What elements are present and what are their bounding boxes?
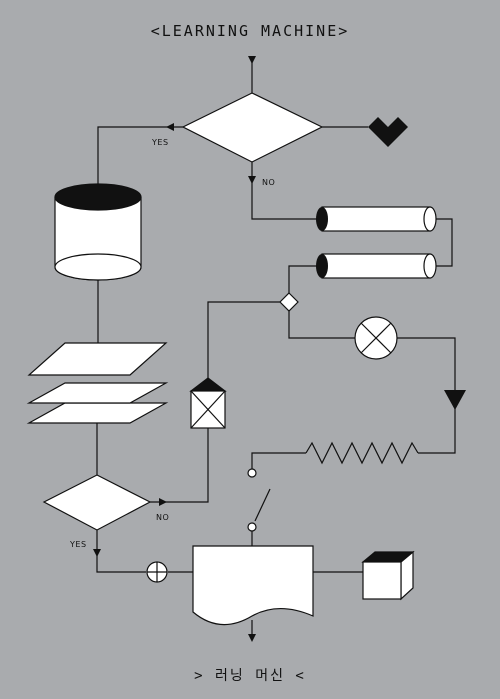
decision-diamond-bottom: [42, 474, 152, 531]
arrow-yes-bottom: [93, 549, 101, 557]
circle-plus-icon: [146, 561, 168, 583]
stacked-layers: [26, 342, 169, 424]
left-bracket-bottom: >: [194, 668, 205, 684]
title-english: LEARNING MACHINE: [161, 22, 339, 40]
right-bracket-bottom: <: [295, 668, 306, 684]
connector-to-resistor: [418, 408, 456, 454]
triangle-down-icon: [444, 390, 466, 410]
switch-contact-top: [247, 468, 257, 478]
label-no-bottom: NO: [156, 513, 169, 522]
arrow-yes-top: [166, 123, 174, 131]
decision-diamond-top: [181, 92, 324, 163]
label-yes-top: YES: [151, 138, 169, 147]
label-no-top: NO: [262, 178, 275, 187]
connector-yes-bottom: [96, 530, 146, 573]
connector-no-bottom: [150, 428, 209, 503]
left-bracket: <: [150, 22, 162, 40]
connector-tube-to-junction: [288, 265, 322, 293]
x-circle-icon: [354, 316, 398, 360]
connector-to-triangle: [397, 337, 456, 390]
title-korean: 러닝 머신: [215, 668, 285, 684]
document-shape: [192, 545, 314, 626]
right-bracket: >: [338, 22, 350, 40]
connector-tube-loop: [436, 218, 453, 267]
switch-arm: [254, 488, 271, 522]
resistor-zigzag: [305, 441, 419, 465]
connector-junction-left: [207, 301, 280, 378]
heart-shape: [368, 117, 408, 147]
cylinder-database: [54, 183, 142, 281]
switch-contact-bottom: [247, 522, 257, 532]
cube-icon: [361, 550, 415, 601]
connector-yes-top: [97, 126, 183, 190]
x-box-icon: [189, 377, 227, 429]
arrow-no-top: [248, 176, 256, 184]
arrow-exit: [248, 634, 256, 642]
poster-title: <LEARNING MACHINE>: [0, 22, 500, 40]
connector-no-top: [251, 162, 322, 220]
poster-subtitle: > 러닝 머신 <: [0, 665, 500, 685]
tube-lower: [316, 253, 437, 279]
connector-resistor-left: [251, 452, 306, 469]
label-yes-bottom: YES: [69, 540, 87, 549]
connector-junction-down: [288, 311, 355, 339]
tube-upper: [316, 206, 437, 232]
arrow-entry: [248, 56, 256, 64]
junction-diamond: [279, 292, 299, 312]
arrow-no-bottom: [159, 498, 167, 506]
